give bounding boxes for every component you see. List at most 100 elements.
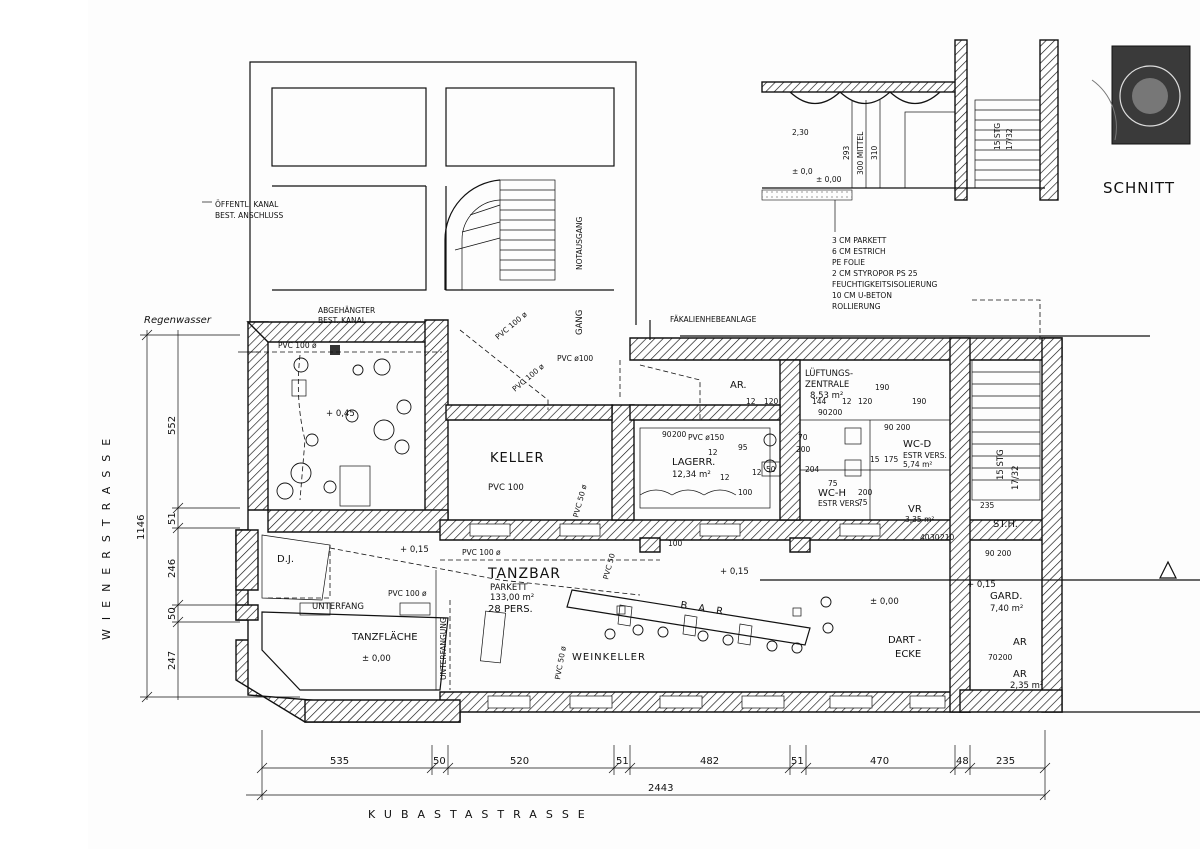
dim-left-247: 247 [167,651,178,670]
section-level-2: ± 0,0 [792,167,813,176]
svg-text:200: 200 [896,423,911,432]
section-marker [760,560,1200,713]
dim-left-50: 50 [167,607,178,620]
floor-layers: 3 CM PARKETT 6 CM ESTRICH PE FOLIE 2 CM … [832,236,938,311]
dim-bottom-48: 48 [956,756,969,767]
svg-text:12: 12 [720,473,730,482]
pipe-label-2: PVC ø100 [557,354,593,363]
pipes [238,320,701,690]
note-abgehaengter-2: BEST. KANAL [318,316,367,325]
svg-text:FEUCHTIGKEITSISOLIERUNG: FEUCHTIGKEITSISOLIERUNG [832,280,938,289]
level-plus015b: + 0,15 [720,567,749,577]
label-gang: GANG [575,310,585,335]
svg-text:12: 12 [708,448,718,457]
tank-room [276,345,412,507]
svg-text:90: 90 [884,423,894,432]
svg-text:40: 40 [920,533,930,542]
room-vr: VR [908,504,922,515]
svg-text:12: 12 [746,397,756,406]
ar3-area: 2,35 m² [1010,681,1043,691]
street-wienerstrasse: WIENERSTRASSE [100,430,113,640]
label-unterfangung: UNTERFANGUNG [439,617,448,680]
svg-text:95: 95 [738,443,748,452]
level-plus015a: + 0,15 [400,545,429,555]
room-gard: GARD. [990,591,1022,602]
lagerr-area: 12,34 m² [672,470,711,480]
dim-bottom-51a: 51 [616,756,629,767]
dim-left-552: 552 [167,416,178,435]
left-dimension-chain [140,329,300,703]
svg-text:30: 30 [930,533,940,542]
section-drawing [761,39,1059,232]
dim-left-total: 1146 [136,515,147,540]
inner-dimensions: 12 120 144 12 120 190 90 200 95 12 50 20… [662,383,1013,662]
svg-text:2 CM STYROPOR PS 25: 2 CM STYROPOR PS 25 [832,269,918,278]
svg-text:ROLLIERUNG: ROLLIERUNG [832,302,881,311]
pipe-label-7: PVC 100 ø [388,589,427,598]
section-level-3: ± 0,00 [816,175,842,184]
tanzbar-persons: 28 PERS. [488,604,533,615]
section-stg-ratio: 17/32 [1005,128,1014,150]
courtyard-outline [249,61,637,330]
room-wcd: WC-D [903,439,931,450]
label-notausgang: NOTAUSGANG [575,217,584,270]
keller-pvc: PVC 100 [488,483,524,493]
dart-level: ± 0,00 [870,597,899,607]
room-ar3: AR [1013,669,1027,680]
dim-bottom-535: 535 [330,756,349,767]
svg-text:200: 200 [828,408,843,417]
svg-text:200: 200 [998,653,1013,662]
room-keller: KELLER [490,451,544,466]
room-tanzbar: TANZBAR [487,566,561,582]
svg-text:50: 50 [766,465,776,474]
room-dj: D.J. [277,554,294,565]
svg-text:12: 12 [752,468,762,477]
gard-area: 7,40 m² [990,604,1023,614]
svg-text:190: 190 [875,383,890,392]
svg-text:75: 75 [858,498,868,507]
note-faekalien: FÄKALIENHEBEANLAGE [670,315,757,324]
svg-text:200: 200 [796,445,811,454]
svg-text:200: 200 [997,549,1012,558]
note-abgehaengter-1: ABGEHÄNGTER [318,306,375,315]
svg-text:75: 75 [828,479,838,488]
svg-text:210: 210 [940,533,955,542]
windows [469,523,946,709]
svg-text:144: 144 [812,397,827,406]
dim-bottom-482: 482 [700,756,719,767]
svg-text:175: 175 [884,455,899,464]
room-dart-1: DART - [888,635,922,646]
label-stg: 15 STG [996,449,1006,480]
svg-text:204: 204 [805,465,820,474]
dim-bottom-total: 2443 [648,783,673,794]
room-weinkeller: WEINKELLER [572,652,646,663]
level-plus045: + 0,45 [326,409,355,419]
section-level-1: 2,30 [792,128,809,137]
toilet-block [639,419,951,521]
room-wch: WC-H [818,488,846,499]
bottom-dimension-chain [246,730,1051,801]
room-ar: AR. [730,380,747,391]
pipe-label-1: PVC 100 ø [278,341,317,350]
note-kanal-2: BEST. ANSCHLUSS [215,211,284,220]
street-kubastastrasse: KUBASTASTRASSE [368,808,594,821]
svg-text:100: 100 [738,488,753,497]
dim-left-51: 51 [167,512,178,525]
svg-text:235: 235 [980,501,995,510]
pipe-label-4: PVC 100 ø [462,548,501,557]
svg-text:120: 120 [764,397,779,406]
svg-text:100: 100 [668,539,683,548]
dj-area [261,534,449,691]
svg-text:90: 90 [662,430,672,439]
dim-bottom-470: 470 [870,756,889,767]
vr-area: 3,35 m² [905,515,934,524]
pipe-label-3: PVC ø150 [688,433,724,442]
dim-bottom-51b: 51 [791,756,804,767]
svg-text:200: 200 [672,430,687,439]
svg-text:190: 190 [912,397,927,406]
level-plus015c: + 0,15 [967,580,996,590]
svg-text:12: 12 [842,397,852,406]
room-tanzflaeche: TANZFLÄCHE [351,630,418,643]
dim-left-246: 246 [167,559,178,578]
stair-right [680,299,1150,501]
